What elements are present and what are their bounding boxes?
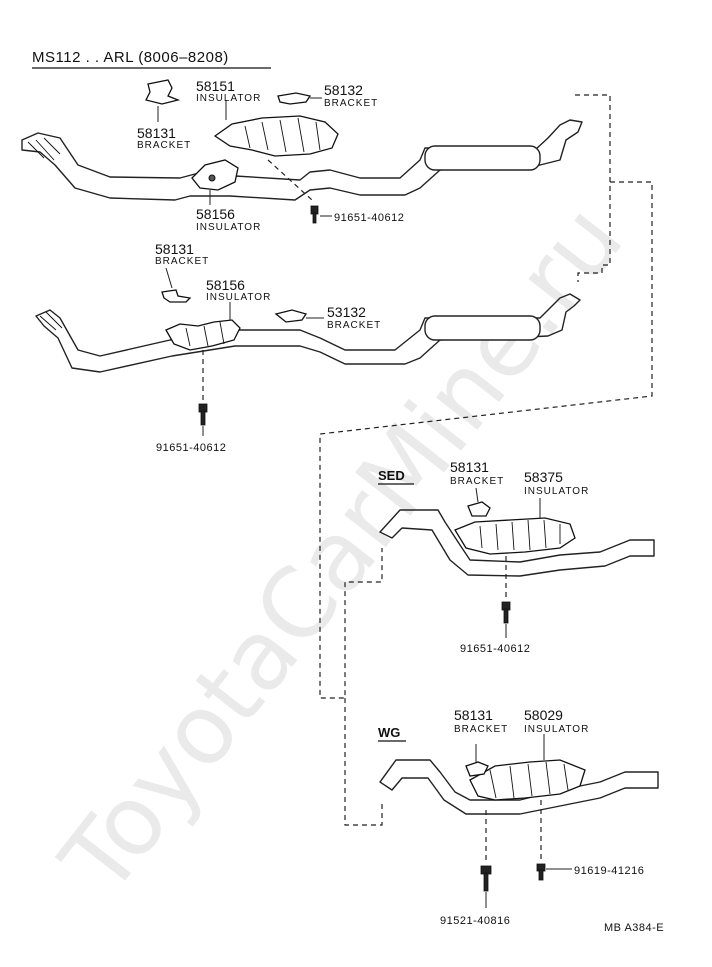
label-part-58131-lower: 58131 — [155, 241, 194, 257]
muffler-lower — [424, 315, 541, 341]
label-part-58029: 58029 — [524, 707, 563, 723]
label-desc-58375: INSULATOR — [524, 486, 589, 497]
bracket-58132-upper — [277, 92, 312, 105]
exhaust-pipe-lower — [35, 293, 581, 373]
insulator-ribs-upper — [244, 117, 321, 153]
bracket-53132-lower — [274, 309, 308, 323]
insulator-58156-upper — [191, 159, 239, 191]
leader-58131-sed — [475, 487, 479, 503]
arl-lower-view: 58131 BRACKET 58156 INSULATOR 53132 BRAC… — [35, 241, 581, 454]
label-part-58375: 58375 — [524, 469, 563, 485]
label-desc-53132: BRACKET — [327, 320, 381, 331]
insulator-hole-upper — [208, 174, 216, 182]
label-desc-58131-wg: BRACKET — [454, 724, 508, 735]
insulator-58029 — [469, 759, 586, 801]
sed-view: SED 58131 BRACKET 58375 INSULATOR 91651-… — [378, 459, 655, 655]
diagram-title: MS112 . . ARL (8006–8208) — [32, 49, 229, 66]
label-bolt-upper: 91651-40612 — [334, 212, 404, 224]
label-desc-58151: INSULATOR — [196, 93, 261, 104]
arl-upper-view: 58151 INSULATOR 58132 BRACKET 58131 BRAC… — [21, 78, 583, 233]
label-desc-58156-lower: INSULATOR — [206, 292, 271, 303]
variant-label-sed: SED — [378, 468, 405, 483]
label-part-58156-upper: 58156 — [196, 206, 235, 222]
connector-dash-right — [319, 181, 653, 699]
bracket-58131-wg — [465, 761, 489, 777]
bracket-58131-lower — [161, 289, 192, 303]
exhaust-pipe-sed — [379, 509, 655, 577]
label-part-58132: 58132 — [324, 82, 363, 98]
bolt-dash-upper — [267, 159, 313, 201]
bolt-91651-lower — [198, 403, 208, 426]
insulator-58375 — [454, 517, 576, 555]
label-bolt-91521: 91521-40816 — [440, 915, 510, 927]
exhaust-pipe-upper — [21, 119, 583, 201]
variant-label-wg: WG — [378, 725, 400, 740]
label-desc-58131-lower: BRACKET — [155, 256, 209, 267]
muffler-upper — [424, 145, 541, 171]
exhaust-pipe-wg — [379, 759, 659, 815]
pipe-hatch-lower — [39, 311, 63, 331]
watermark-text: ToyotaCarMine.ru — [39, 184, 644, 915]
bolt-91521-wg — [480, 865, 492, 892]
label-desc-58156-upper: INSULATOR — [196, 222, 261, 233]
label-desc-58131-upper: BRACKET — [137, 140, 191, 151]
label-bolt-91619: 91619-41216 — [574, 865, 644, 877]
label-part-58131-sed: 58131 — [450, 459, 489, 475]
insulator-58151-upper — [213, 115, 339, 157]
label-part-58156-lower: 58156 — [206, 277, 245, 293]
connector-dash-upper — [575, 94, 611, 282]
insulator-58156-lower — [165, 319, 241, 351]
label-part-58131-wg: 58131 — [454, 707, 493, 723]
figure-code: MB A384-E — [604, 922, 664, 934]
label-desc-58131-sed: BRACKET — [450, 476, 504, 487]
label-part-58151: 58151 — [196, 78, 235, 94]
bracket-58131-upper — [145, 79, 181, 105]
label-bolt-lower: 91651-40612 — [156, 442, 226, 454]
label-part-58131-upper: 58131 — [137, 125, 176, 141]
wg-view: WG 58131 BRACKET 58029 INSULATOR 91619-4… — [378, 707, 659, 927]
label-bolt-sed: 91651-40612 — [460, 643, 530, 655]
label-desc-58029: INSULATOR — [524, 724, 589, 735]
bolt-91651-sed — [501, 601, 511, 624]
insulator-ribs-wg — [489, 761, 569, 799]
insulator-ribs-sed — [479, 519, 561, 551]
bolt-91619-wg — [536, 863, 546, 881]
bolt-91651-upper — [310, 205, 319, 224]
leader-58131-lower — [165, 267, 173, 289]
label-part-53132: 53132 — [327, 304, 366, 320]
bracket-58131-sed — [467, 501, 491, 517]
connector-dash-left — [344, 698, 383, 826]
insulator-ribs-lower — [185, 321, 225, 347]
pipe-hatch-upper — [27, 137, 61, 161]
label-desc-58132: BRACKET — [324, 98, 378, 109]
